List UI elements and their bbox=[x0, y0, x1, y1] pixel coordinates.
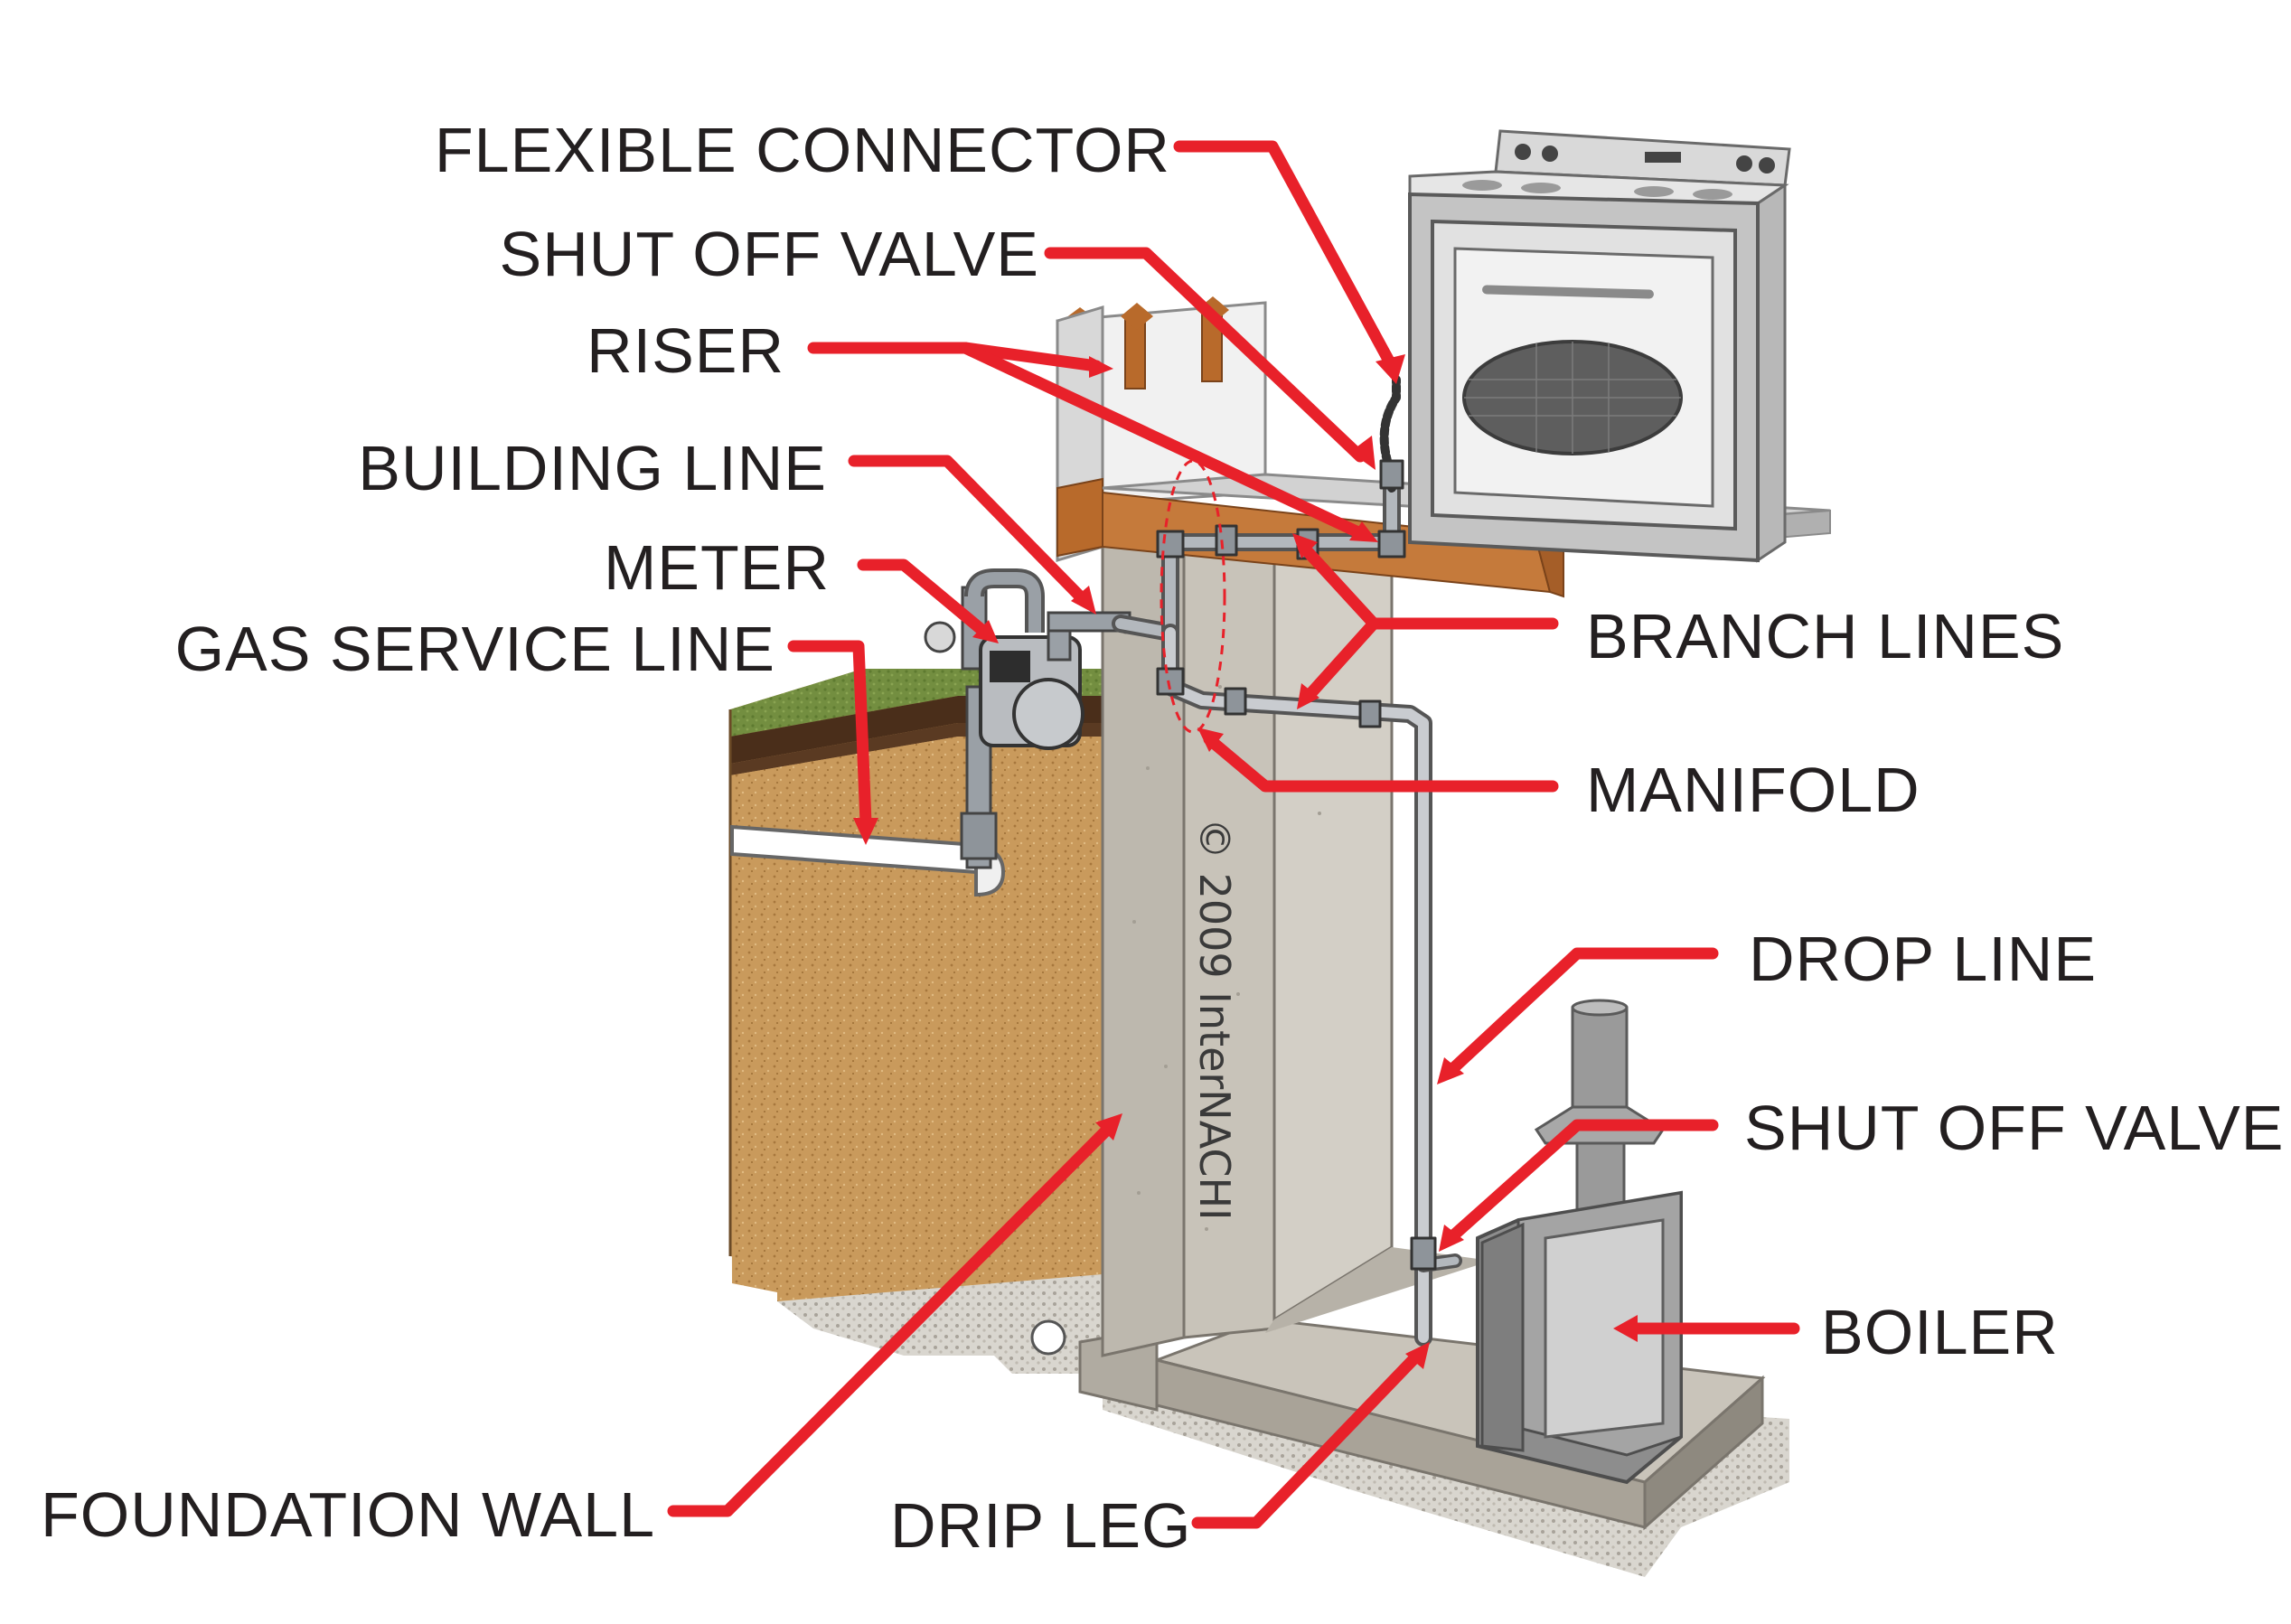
drain-tile bbox=[1030, 1319, 1066, 1356]
label-gas-service-line: GAS SERVICE LINE bbox=[175, 614, 775, 684]
label-shut-off-valve-top: SHUT OFF VALVE bbox=[500, 219, 1039, 289]
label-branch-lines: BRANCH LINES bbox=[1586, 601, 2064, 671]
gravel-bed bbox=[777, 1274, 1103, 1374]
label-building-line: BUILDING LINE bbox=[358, 433, 827, 503]
copyright-watermark: © 2009 InterNACHI bbox=[1190, 818, 1239, 1221]
label-riser: RISER bbox=[587, 315, 784, 386]
manifold-highlight bbox=[1160, 459, 1226, 734]
callout-arrows bbox=[667, 140, 1800, 1529]
oven-range bbox=[1408, 129, 1791, 563]
label-foundation-wall: FOUNDATION WALL bbox=[41, 1479, 655, 1550]
labels: FLEXIBLE CONNECTOR SHUT OFF VALVE RISER … bbox=[41, 115, 2284, 1561]
label-manifold: MANIFOLD bbox=[1586, 755, 1920, 825]
soil-cross-section bbox=[728, 669, 1103, 1356]
label-drop-line: DROP LINE bbox=[1749, 924, 2097, 994]
boiler bbox=[1476, 999, 1683, 1485]
gas-meter bbox=[924, 568, 1131, 750]
foundation-wall bbox=[1101, 518, 1491, 1357]
label-meter: METER bbox=[604, 532, 830, 603]
label-shut-off-valve-bottom: SHUT OFF VALVE bbox=[1744, 1093, 2284, 1163]
label-drip-leg: DRIP LEG bbox=[890, 1490, 1192, 1561]
label-flexible-connector: FLEXIBLE CONNECTOR bbox=[435, 115, 1170, 185]
label-boiler: BOILER bbox=[1821, 1297, 2059, 1367]
